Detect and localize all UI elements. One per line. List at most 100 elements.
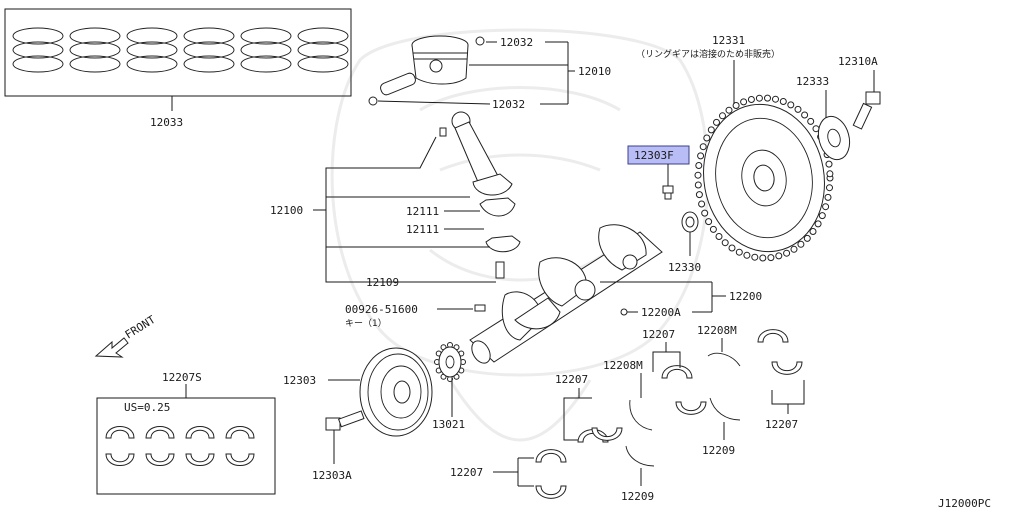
label-pulley[interactable]: 12303 bbox=[283, 374, 316, 387]
flywheel-tooth bbox=[740, 98, 748, 106]
label-piston-pin-clip-top[interactable]: 12032 bbox=[500, 36, 533, 49]
flywheel-tooth bbox=[814, 220, 822, 228]
main-bearing-shells bbox=[535, 329, 803, 499]
label-main-bearing-right[interactable]: 12207 bbox=[765, 418, 798, 431]
piston-ring-drawing bbox=[126, 55, 178, 73]
flywheel-tooth bbox=[703, 134, 711, 142]
piston-ring-drawing bbox=[240, 41, 292, 59]
label-conrod-bearing-lower[interactable]: 12111 bbox=[406, 223, 439, 236]
piston-ring-drawing bbox=[12, 55, 64, 73]
flywheel-tooth bbox=[759, 254, 767, 262]
label-flywheel-bolt[interactable]: 12310A bbox=[838, 55, 878, 68]
label-thrust-washer-left[interactable]: 12209 bbox=[621, 490, 654, 503]
flywheel-tooth bbox=[822, 203, 830, 211]
label-main-bearing-mid[interactable]: 12207 bbox=[555, 373, 588, 386]
bearing-shell-drawing bbox=[591, 427, 623, 441]
flywheel-tooth bbox=[697, 152, 705, 160]
piston-ring-drawing bbox=[69, 55, 121, 73]
piston-ring-drawing bbox=[297, 55, 349, 73]
piston-ring-drawing bbox=[12, 41, 64, 59]
label-thrust-bearing-left[interactable]: 12208M bbox=[603, 359, 643, 372]
flywheel-tooth bbox=[824, 193, 832, 201]
watermark-emblem bbox=[330, 28, 710, 442]
piston-ring-drawing bbox=[126, 41, 178, 59]
pilot-bearing-drawing bbox=[681, 211, 699, 233]
label-crank-sprocket[interactable]: 13021 bbox=[432, 418, 465, 431]
label-flywheel[interactable]: 12331 bbox=[712, 34, 745, 47]
flywheel-tooth bbox=[721, 239, 729, 247]
flywheel-tooth bbox=[695, 162, 703, 169]
bearing-set-box bbox=[96, 397, 276, 495]
flywheel-tooth bbox=[713, 118, 720, 126]
piston-ring-drawing bbox=[240, 55, 292, 73]
bearing-shell-drawing bbox=[535, 449, 567, 463]
label-crankshaft[interactable]: 12200A bbox=[641, 306, 681, 319]
label-thrust-washer-right[interactable]: 12209 bbox=[702, 444, 735, 457]
label-connecting-rod-assy[interactable]: 12100 bbox=[270, 204, 303, 217]
label-flywheel-plate[interactable]: 12333 bbox=[796, 75, 829, 88]
bearing-shell-drawing bbox=[105, 425, 135, 439]
flywheel-tooth bbox=[826, 170, 834, 178]
front-label: FRONT bbox=[123, 313, 158, 342]
flywheel-tooth bbox=[725, 106, 733, 114]
pulley-drawing bbox=[359, 347, 433, 437]
label-bearing-set[interactable]: 12207S bbox=[162, 371, 202, 384]
label-piston-assembly[interactable]: 12010 bbox=[578, 65, 611, 78]
flywheel-tooth bbox=[803, 234, 811, 242]
diagram-code: J12000PC bbox=[938, 497, 991, 510]
flywheel-tooth bbox=[755, 94, 763, 102]
flywheel-tooth bbox=[715, 233, 723, 240]
label-key-part-no[interactable]: 00926-51600 bbox=[345, 303, 418, 316]
bearing-shell-drawing bbox=[577, 429, 609, 443]
flywheel-tooth bbox=[695, 191, 703, 199]
bearing-set-note: US=0.25 bbox=[124, 401, 170, 414]
flywheel-tooth bbox=[825, 160, 833, 168]
label-piston-pin-clip-bottom[interactable]: 12032 bbox=[492, 98, 525, 111]
bearing-shell-drawing bbox=[661, 365, 693, 379]
key-drawing bbox=[474, 304, 486, 312]
bearing-shell-drawing bbox=[145, 425, 175, 439]
flywheel-tooth bbox=[743, 251, 751, 259]
label-pilot-bearing[interactable]: 12330 bbox=[668, 261, 701, 274]
piston-ring-drawing bbox=[183, 55, 235, 73]
bearing-shell-drawing bbox=[771, 361, 803, 375]
bearing-shell-drawing bbox=[185, 425, 215, 439]
flywheel-bolt-drawing bbox=[852, 91, 881, 130]
label-conrod-bolt[interactable]: 12109 bbox=[366, 276, 399, 289]
connecting-rod-drawing bbox=[439, 111, 521, 279]
piston-ring-drawing bbox=[240, 27, 292, 45]
label-main-bearing-top[interactable]: 12207 bbox=[642, 328, 675, 341]
flywheel-tooth bbox=[797, 240, 805, 248]
label-piston-rings[interactable]: 12033 bbox=[150, 116, 183, 129]
flywheel-tooth bbox=[701, 209, 709, 217]
bearing-shell-drawing bbox=[675, 401, 707, 415]
label-pulley-bolt[interactable]: 12303A bbox=[312, 469, 352, 482]
flywheel-tooth bbox=[794, 105, 802, 113]
flywheel-tooth bbox=[818, 212, 826, 220]
piston-ring-drawing bbox=[297, 41, 349, 59]
label-thrust-bearing-right[interactable]: 12208M bbox=[697, 324, 737, 337]
flywheel-tooth bbox=[735, 248, 743, 256]
label-highlighted-part[interactable]: 12303F bbox=[634, 149, 674, 162]
label-conrod-bearing-upper[interactable]: 12111 bbox=[406, 205, 439, 218]
highlight-box bbox=[627, 145, 690, 165]
flywheel-tooth bbox=[705, 218, 713, 226]
label-key-name[interactable]: キー（1） bbox=[345, 318, 387, 329]
label-ring-gear-note[interactable]: （リングギアは溶接のため非販売） bbox=[636, 48, 780, 60]
crank-sprocket-drawing bbox=[434, 342, 466, 382]
flywheel-tooth bbox=[698, 200, 706, 208]
flywheel-tooth bbox=[775, 252, 783, 260]
label-main-bearing-left[interactable]: 12207 bbox=[450, 466, 483, 479]
flywheel-tooth bbox=[826, 184, 833, 192]
flywheel-tooth bbox=[783, 249, 791, 257]
flywheel-plate-drawing bbox=[817, 115, 851, 161]
label-crankshaft-assy[interactable]: 12200 bbox=[729, 290, 762, 303]
flywheel-tooth bbox=[772, 95, 779, 103]
bearing-shell-drawing bbox=[535, 485, 567, 499]
crankshaft-drawing bbox=[469, 224, 663, 364]
bearing-shell-drawing bbox=[105, 453, 135, 467]
piston-ring-drawing bbox=[183, 41, 235, 59]
piston-ring-set-box bbox=[4, 8, 352, 111]
